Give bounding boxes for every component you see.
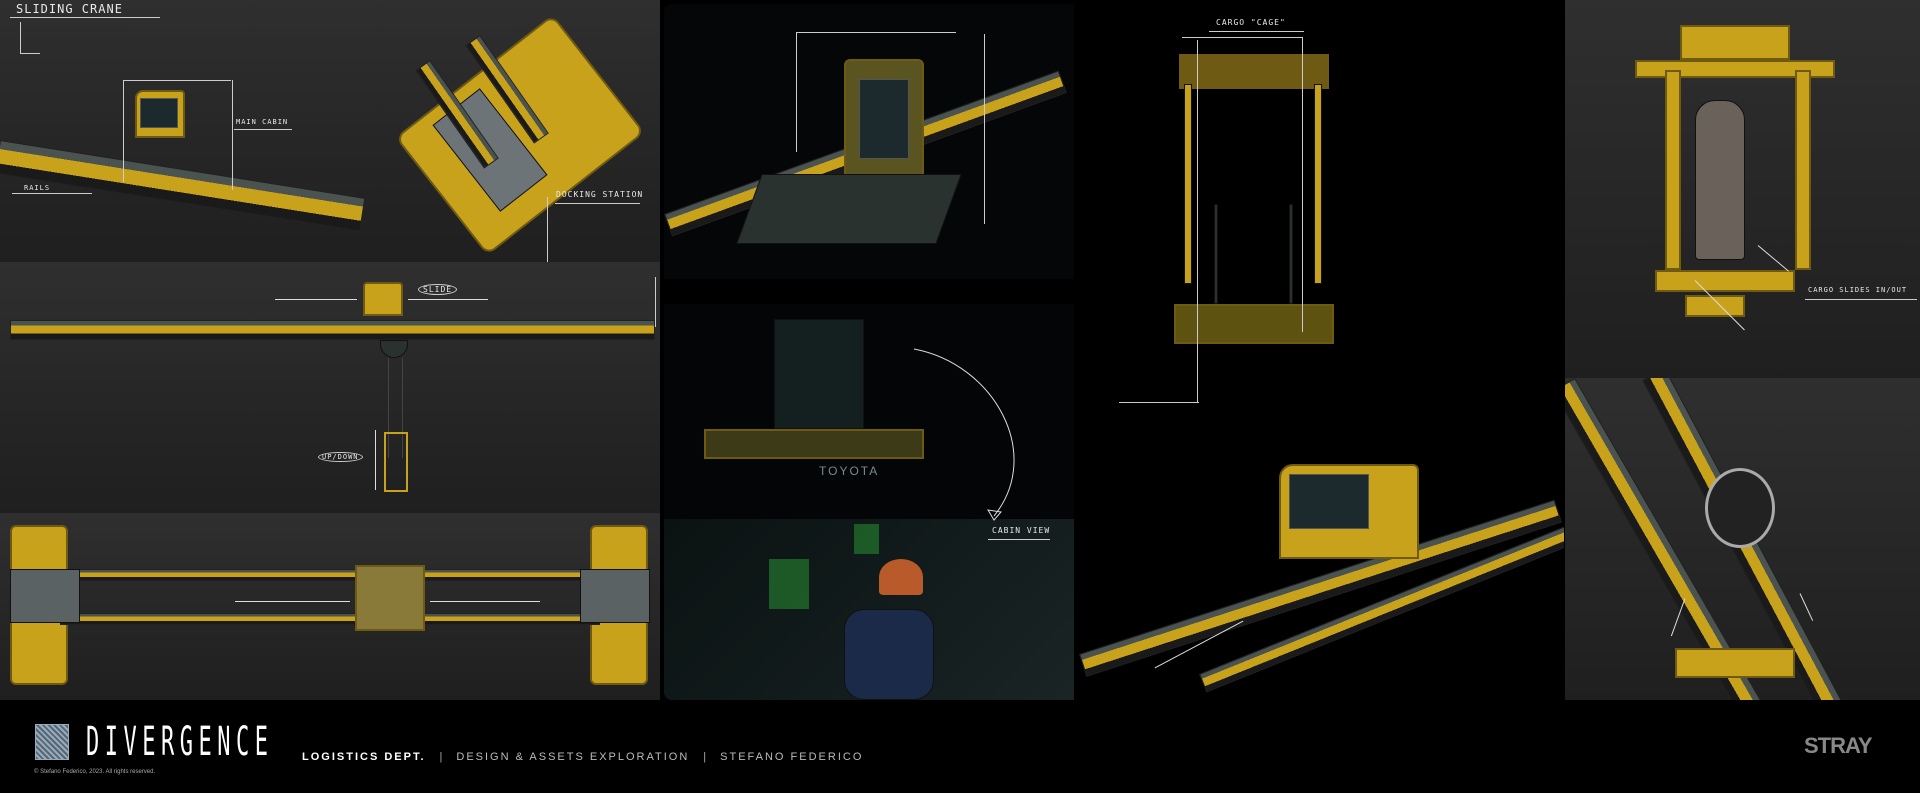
panel-crane-top-view — [0, 513, 660, 700]
pulley-wheels — [1705, 468, 1775, 548]
docking-station-render — [395, 14, 645, 256]
title-sliding-crane: SLIDING CRANE — [16, 2, 123, 16]
footer-separator-1: | — [439, 751, 443, 763]
toyota-logo-text: TOYOTA — [819, 464, 880, 478]
label-slide: SLIDE — [418, 284, 458, 295]
render-cabin-on-rail — [664, 4, 1074, 279]
footer-separator-2: | — [703, 751, 707, 763]
footer-author: STEFANO FEDERICO — [720, 751, 864, 763]
cargo-cage-small — [384, 432, 408, 492]
label-docking-station: DOCKING STATION — [556, 190, 644, 199]
corner-arrow — [20, 22, 21, 54]
footer-subtitle: DESIGN & ASSETS EXPLORATION — [456, 751, 690, 763]
divergence-logo-icon — [35, 724, 69, 760]
label-up-down: UP/DOWN — [318, 452, 363, 462]
cabin-view-arrow — [913, 348, 1015, 521]
panel-crane-side-view: SLIDE UP/DOWN — [0, 262, 660, 513]
up-down-arrow — [375, 430, 376, 490]
render-cargo-cage — [1154, 44, 1354, 434]
slide-arrow-left — [275, 299, 357, 300]
copyright: © Stefano Federico, 2023. All rights res… — [34, 769, 156, 775]
panel-crane-perspective: SLIDING CRANE MAIN CABIN RAILS DOCKING S… — [0, 0, 660, 262]
label-rails: RAILS — [24, 184, 51, 192]
panel-pulley-detail — [1565, 378, 1920, 700]
render-cabin-interior — [664, 519, 1074, 700]
cabin-side-render — [363, 282, 403, 316]
divergence-logo-text: DIVERGENCE — [86, 719, 274, 765]
crane-rail-side — [10, 320, 655, 340]
slide-arrow-right — [408, 299, 488, 300]
panel-cargo-cage-detail: CARGO SLIDES IN/OUT — [1565, 0, 1920, 378]
footer-credits: LOGISTICS DEPT. | DESIGN & ASSETS EXPLOR… — [302, 750, 863, 764]
statue-cargo — [1695, 100, 1745, 260]
render-cabin-front: TOYOTA — [664, 304, 1074, 519]
crane-rail-angled — [0, 140, 366, 232]
label-cabin-view: CABIN VIEW — [992, 526, 1051, 535]
label-cargo-slides: CARGO SLIDES IN/OUT — [1808, 286, 1908, 294]
label-cargo-cage: CARGO "CAGE" — [1216, 18, 1286, 27]
panel-renders-dark: TOYOTA CABIN VIEW CARGO "CAGE" — [664, 4, 1564, 700]
top-rail-2 — [60, 613, 600, 625]
footer-department: LOGISTICS DEPT. — [302, 751, 426, 763]
top-arrow-right — [430, 601, 540, 602]
render-cabin-rail-closeup — [1079, 444, 1564, 700]
worker-helmet — [879, 559, 923, 595]
stray-logo: STRAY — [1804, 733, 1873, 758]
top-arrow-left — [235, 601, 350, 602]
title-underline — [10, 17, 160, 18]
cabin-top-render — [355, 565, 425, 631]
footer: DIVERGENCE © Stefano Federico, 2023. All… — [0, 700, 1920, 793]
label-main-cabin: MAIN CABIN — [236, 118, 289, 126]
top-rail-1 — [60, 569, 600, 581]
